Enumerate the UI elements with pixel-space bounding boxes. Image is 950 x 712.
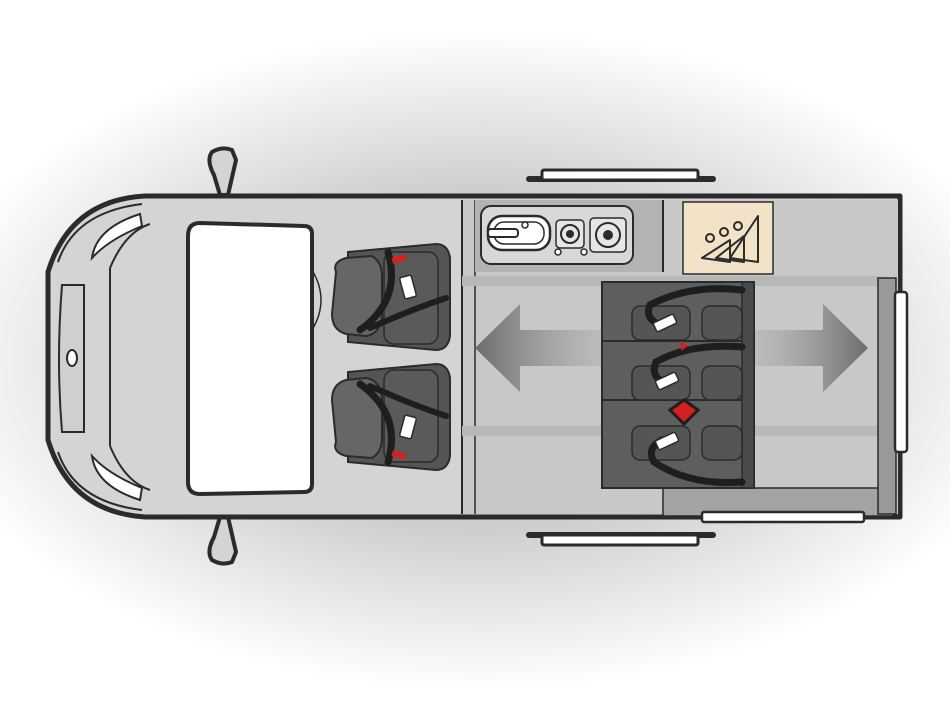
wardrobe-icon (682, 201, 774, 275)
cab-seat-icon-passenger (330, 362, 451, 472)
dashboard (311, 269, 322, 331)
badge-icon (66, 349, 78, 367)
wardrobe-hanger-icon (701, 215, 759, 263)
mirror-icon-left (207, 146, 238, 197)
rear-door-frame (877, 277, 897, 515)
sliding-door-icon-top (526, 168, 716, 182)
side-step (700, 510, 866, 524)
mirror-icon-right (207, 515, 238, 566)
double-arrow-icon-left (475, 304, 610, 392)
headlight-icon-left (90, 212, 144, 262)
windscreen-icon (186, 220, 314, 497)
cab-seat-icon-driver (330, 242, 451, 352)
sliding-door-icon-bottom (526, 532, 716, 547)
seatbelt-icon-rear (644, 285, 746, 487)
rear-bench-icon (601, 281, 755, 489)
double-arrow-icon-right (750, 304, 868, 392)
rear-door-handle (893, 290, 909, 454)
hob-icon (555, 217, 627, 253)
sink-icon (486, 214, 588, 256)
headlight-icon-right (90, 452, 144, 502)
